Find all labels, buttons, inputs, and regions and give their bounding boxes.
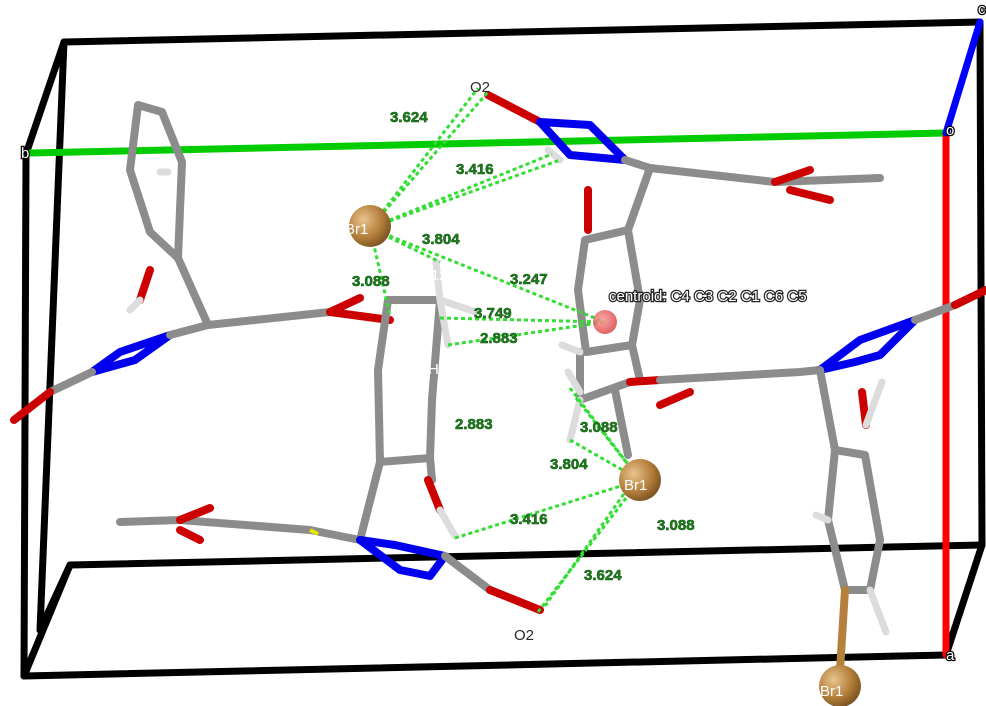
cell-edge-bottom-front bbox=[20, 651, 950, 680]
label-h1a-bottom: H1A bbox=[410, 511, 439, 528]
distance-br-3088-right: 3.088 bbox=[657, 517, 695, 534]
label-o2-top: O2 bbox=[470, 79, 490, 96]
distance-h12b-centroid: 2.883 bbox=[480, 330, 518, 347]
axis-c bbox=[942, 18, 984, 137]
br-atom-center bbox=[619, 459, 661, 501]
distance-br-h12a-top: 3.804 bbox=[422, 231, 460, 248]
axis-label-c: c bbox=[978, 1, 986, 18]
ring-upper-left bbox=[126, 101, 186, 262]
distance-o2-br-bottom: 3.624 bbox=[584, 567, 622, 584]
label-h12a-bottom: H12A bbox=[508, 437, 546, 454]
axis-label-b: b bbox=[21, 145, 29, 162]
distance-h12b-bottom: 2.883 bbox=[455, 416, 493, 433]
label-h12b: H12B bbox=[428, 361, 466, 378]
label-h1a-top: H1A bbox=[536, 174, 565, 191]
distance-o2-br-top: 3.624 bbox=[390, 109, 428, 126]
label-br1-left: Br1 bbox=[345, 221, 368, 238]
axis-b bbox=[26, 129, 950, 157]
axis-label-o: o bbox=[946, 122, 954, 139]
ring-lower-right bbox=[824, 446, 884, 594]
hydrogens bbox=[126, 146, 890, 636]
distance-h12c-centroid: 3.749 bbox=[474, 305, 512, 322]
cell-edge-back-left bbox=[36, 38, 68, 634]
label-n1: N1 bbox=[384, 572, 403, 589]
label-h12c-left: H12C bbox=[394, 311, 433, 328]
label-o2-bottom: O2 bbox=[514, 627, 534, 644]
br-atom-bottom bbox=[819, 665, 861, 706]
unit-cell bbox=[20, 18, 986, 680]
br-atom-left bbox=[349, 205, 391, 247]
distance-h1a-br-top: 3.416 bbox=[456, 161, 494, 178]
distance-h12a-br-bottom: 3.804 bbox=[550, 456, 588, 473]
cell-edge-back-top bbox=[60, 18, 984, 46]
distance-h1a-br-bottom: 3.416 bbox=[510, 511, 548, 528]
contacts bbox=[368, 87, 642, 613]
distance-br-h12c-top: 3.088 bbox=[352, 273, 390, 290]
label-br1-center: Br1 bbox=[624, 477, 647, 494]
molecules bbox=[10, 91, 986, 674]
centroid-label: centroid: C4 C3 C2 C1 C6 C5 bbox=[609, 288, 807, 305]
label-h12c-right: H12C bbox=[497, 378, 536, 395]
cell-edge-right-vertical bbox=[976, 18, 986, 549]
cell-edge-bottom-left bbox=[20, 561, 74, 680]
distance-h12c-br-right: 3.088 bbox=[580, 419, 618, 436]
cell-edge-right-back bbox=[942, 541, 986, 659]
distance-br-centroid: 3.247 bbox=[510, 271, 548, 288]
cell-edge-left-top bbox=[22, 38, 68, 158]
centroid-marker bbox=[593, 310, 617, 334]
label-br1-bottom: Br1 bbox=[820, 683, 843, 700]
axis-label-a: a bbox=[946, 647, 955, 664]
label-h12a-top: H12A bbox=[420, 267, 458, 284]
